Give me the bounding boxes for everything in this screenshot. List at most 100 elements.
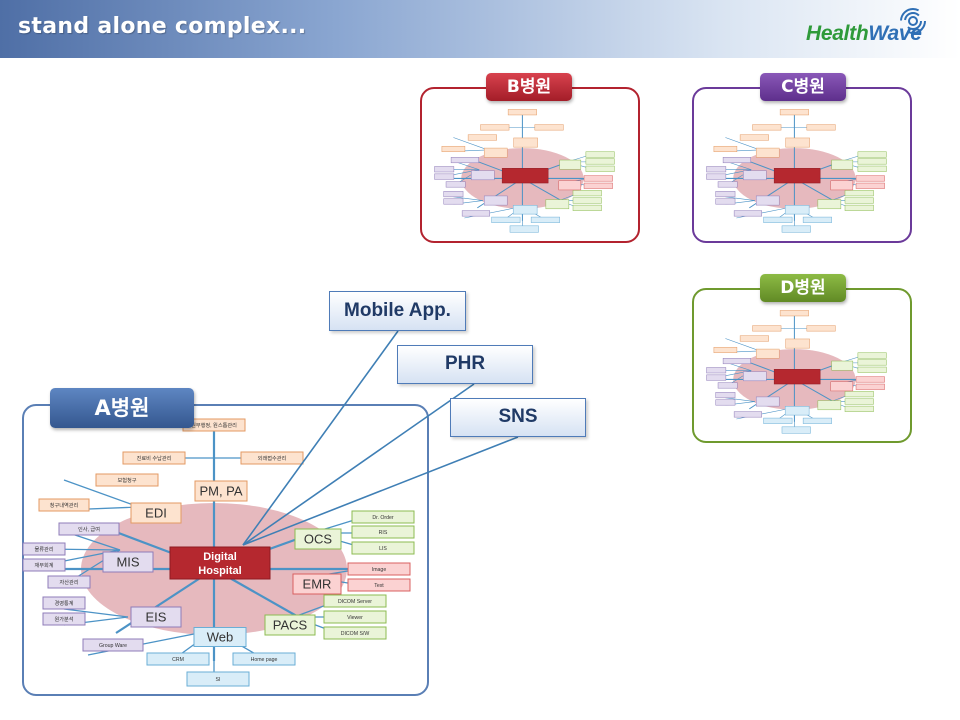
leaf-ocs-1: Dr. Order: [351, 510, 415, 524]
leaf-mis-3: [706, 374, 727, 381]
leaf-mis-4: [445, 181, 466, 188]
leaf-pmpa-3: [806, 124, 836, 131]
hub-pacs: [545, 199, 570, 210]
leaf-mis-2: [706, 166, 727, 173]
leaf-pacs-3: [844, 204, 874, 211]
leaf-ocs-2: [857, 158, 887, 165]
hub-web: [512, 205, 538, 215]
leaf-eis-2: [443, 198, 464, 205]
leaf-eis-1: 경영통계: [42, 596, 86, 610]
leaf-homepage: [802, 216, 832, 223]
hub-edi: [755, 348, 780, 359]
leaf-mis-4: 자산관리: [47, 575, 91, 589]
hub-web: [784, 406, 810, 416]
leaf-emr-1: [855, 376, 885, 383]
svg-text:보험청구: 보험청구: [117, 477, 136, 484]
leaf-crm: [763, 417, 793, 424]
leaf-pacs-2: [844, 197, 874, 204]
hub-ocs: [831, 159, 854, 170]
hub-mis: [743, 371, 767, 382]
leaf-pacs-1: [844, 190, 874, 197]
hub-emr: [830, 381, 854, 392]
svg-text:EDI: EDI: [145, 506, 167, 521]
leaf-emr-2: Text: [347, 578, 411, 592]
svg-text:원무행정, 원스톱관리: 원무행정, 원스톱관리: [191, 421, 237, 429]
header-bar: stand alone complex... HealthWave: [0, 0, 960, 58]
hub-edi: EDI: [130, 502, 182, 524]
hub-ocs: OCS: [294, 528, 342, 550]
leaf-si: [781, 225, 811, 233]
hospital-d-diagram: [706, 310, 887, 434]
leaf-pmpa-1: [779, 109, 809, 116]
svg-text:Hospital: Hospital: [198, 565, 241, 577]
svg-text:자산관리: 자산관리: [59, 578, 78, 586]
svg-text:DICOM S/W: DICOM S/W: [341, 631, 370, 637]
leaf-ocs-3: [857, 165, 887, 172]
hub-ocs: [831, 360, 854, 371]
leaf-mis-3: 재무회계: [22, 558, 66, 572]
hub-mis: MIS: [102, 551, 154, 573]
leaf-mis-2: 물류관리: [22, 542, 66, 556]
leaf-emr-2: [855, 383, 885, 390]
leaf-homepage: [802, 417, 832, 424]
leaf-pmpa-2: 진료비 수납관리: [122, 451, 186, 465]
leaf-pacs-3: [844, 405, 874, 412]
svg-text:Image: Image: [372, 567, 387, 573]
leaf-ocs-1: [857, 151, 887, 158]
leaf-emr-1: Image: [347, 562, 411, 576]
svg-text:CRM: CRM: [172, 657, 184, 663]
leaf-pacs-2: [572, 197, 602, 204]
leaf-pacs-1: DICOM Server: [323, 594, 387, 608]
hospital-a-label: A병원: [50, 388, 194, 428]
svg-text:외래접수관리: 외래접수관리: [258, 454, 287, 462]
svg-text:진료비 수납관리: 진료비 수납관리: [137, 454, 172, 462]
hub-pmpa: [785, 338, 810, 349]
svg-text:OCS: OCS: [304, 532, 333, 547]
leaf-edi-1: [739, 134, 769, 141]
svg-text:Home page: Home page: [251, 657, 278, 663]
leaf-groupware: [733, 411, 762, 418]
leaf-mis-3: [706, 173, 727, 180]
leaf-pmpa-3: [534, 124, 564, 131]
hub-pmpa: [513, 137, 538, 148]
hospital-b-diagram: [434, 109, 615, 233]
hub-web: [784, 205, 810, 215]
svg-text:Dr. Order: Dr. Order: [372, 515, 394, 521]
hub-pacs: PACS: [264, 614, 316, 636]
leaf-groupware: Group Ware: [82, 638, 144, 652]
leaf-homepage: Home page: [232, 652, 296, 666]
leaf-eis-1: [715, 392, 736, 399]
hub-eis: [755, 195, 780, 206]
leaf-si: [509, 225, 539, 233]
external-links: [242, 330, 519, 546]
leaf-mis-1: [722, 157, 751, 164]
hub-emr: [558, 180, 582, 191]
leaf-edi-2: [441, 145, 466, 153]
leaf-pacs-2: Viewer: [323, 610, 387, 624]
svg-text:경영통계: 경영통계: [54, 599, 73, 607]
hub-emr: EMR: [292, 573, 342, 595]
svg-text:청구내역관리: 청구내역관리: [50, 501, 79, 509]
leaf-crm: [763, 216, 793, 223]
leaf-ocs-3: LIS: [351, 541, 415, 555]
leaf-mis-3: [434, 173, 455, 180]
leaf-edi-1: [467, 134, 497, 141]
wave-icon: [900, 8, 926, 34]
leaf-edi-1: 보험청구: [95, 473, 159, 487]
svg-text:MIS: MIS: [116, 555, 139, 570]
leaf-ocs-3: [857, 366, 887, 373]
svg-text:원가분석: 원가분석: [54, 615, 73, 623]
leaf-mis-1: [450, 157, 479, 164]
sns-box: SNS: [450, 398, 586, 437]
hub-pacs: [817, 199, 842, 210]
leaf-pacs-3: DICOM S/W: [323, 626, 387, 640]
svg-text:LIS: LIS: [379, 546, 387, 552]
leaf-eis-2: 원가분석: [42, 612, 86, 626]
leaf-pmpa-3: [806, 325, 836, 332]
digital-hospital-node: [773, 168, 821, 184]
svg-text:인사, 급여: 인사, 급여: [78, 525, 100, 533]
leaf-pmpa-2: [480, 124, 510, 131]
leaf-mis-4: [717, 181, 738, 188]
leaf-groupware: [733, 210, 762, 217]
